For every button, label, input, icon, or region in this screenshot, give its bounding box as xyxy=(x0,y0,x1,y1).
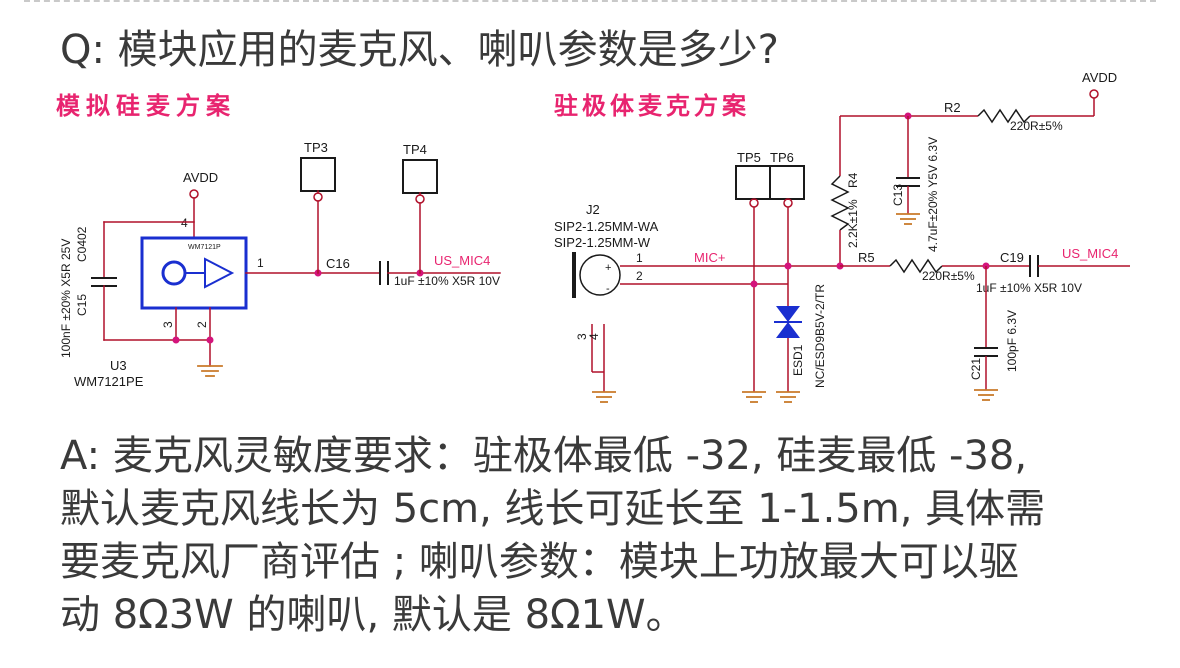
electret-mic-title: 驻极体麦克方案 xyxy=(554,92,750,120)
r5-value-label: 220R±5% xyxy=(922,269,975,283)
tp3-pad xyxy=(300,157,336,192)
junction-dot xyxy=(784,262,792,270)
u3-pin2-label: 2 xyxy=(195,321,209,328)
r5-refdes: R5 xyxy=(858,250,875,265)
c21-value-label: 100pF 6.3V xyxy=(1005,310,1019,372)
u3-pin3-label: 3 xyxy=(161,321,175,328)
answer-line: 动 8Ω3W 的喇叭, 默认是 8Ω1W。 xyxy=(60,592,686,638)
ground-symbol xyxy=(592,391,616,403)
answer-line: 要麦克风厂商评估 ; 喇叭参数：模块上功放最大可以驱 xyxy=(60,539,1019,585)
r2-value-label: 220R±5% xyxy=(1010,119,1063,133)
ground-symbol xyxy=(197,365,223,377)
silicon-mic-circuit: AVDD 4 100nF ±20% X5R 25V C0402 C15 WM71… xyxy=(59,140,501,389)
avdd-terminal-right xyxy=(1089,89,1099,99)
tp5-label: TP5 xyxy=(737,150,761,165)
j2-part-2: SIP2-1.25MM-W xyxy=(554,235,651,250)
avdd-terminal-left xyxy=(189,189,199,199)
answer-text: A: 麦克风灵敏度要求：驻极体最低 -32, 硅麦最低 -38, 默认麦克风线长… xyxy=(60,430,1140,642)
c16-value-label: 1uF ±10% X5R 10V xyxy=(394,274,500,288)
ground-symbol xyxy=(896,213,920,225)
u3-refdes: U3 xyxy=(110,358,127,373)
mic-plus-net-label: MIC+ xyxy=(694,250,725,265)
u3-chip-marking: WM7121P xyxy=(188,244,221,251)
j2-pin3-label: 3 xyxy=(575,333,589,340)
silicon-mic-title: 模拟硅麦方案 xyxy=(56,92,236,120)
esd1-diode-lower xyxy=(776,322,800,338)
c19-refdes: C19 xyxy=(1000,250,1024,265)
us-mic4-net-label-left: US_MIC4 xyxy=(434,253,490,268)
c16-label: C16 xyxy=(326,256,350,271)
junction-dot xyxy=(750,280,758,288)
answer-line: 默认麦克风线长为 5cm, 线长可延长至 1-1.5m, 具体需 xyxy=(60,486,1046,532)
junction-dot xyxy=(206,336,214,344)
electret-mic-capsule xyxy=(579,254,621,296)
question-text: Q: 模块应用的麦克风、喇叭参数是多少? xyxy=(60,27,779,73)
c21-refdes: C21 xyxy=(969,358,983,380)
esd1-diode-upper xyxy=(776,306,800,322)
ground-symbol xyxy=(776,391,800,403)
tp6-pad xyxy=(769,165,805,200)
j2-pin1-label: 1 xyxy=(636,251,643,265)
j2-pin4-label: 4 xyxy=(587,333,601,340)
u3-part-number: WM7121PE xyxy=(74,374,144,389)
avdd-label-right: AVDD xyxy=(1082,70,1117,85)
r4-value-label: 2.2K±1% xyxy=(846,199,860,248)
esd1-refdes: ESD1 xyxy=(791,344,805,376)
avdd-label-left: AVDD xyxy=(183,170,218,185)
tp3-label: TP3 xyxy=(304,140,328,155)
us-mic4-net-label-right: US_MIC4 xyxy=(1062,246,1118,261)
c19-value-label: 1uF ±10% X5R 10V xyxy=(976,281,1082,295)
r2-resistor xyxy=(977,108,1031,124)
answer-line: A: 麦克风灵敏度要求：驻极体最低 -32, 硅麦最低 -38, xyxy=(60,433,1028,479)
j2-refdes: J2 xyxy=(586,202,600,217)
j2-pin2-label: 2 xyxy=(636,269,643,283)
c15-value-label: 100nF ±20% X5R 25V xyxy=(59,239,73,358)
ground-symbol xyxy=(974,389,998,401)
c13-value-label: 4.7uF±20% Y5V 6.3V xyxy=(926,137,940,252)
r5-resistor xyxy=(889,258,943,274)
tp4-pad xyxy=(402,159,438,194)
tp4-label: TP4 xyxy=(403,142,427,157)
esd1-part-number: NC/ESD9B5V-2/TR xyxy=(813,284,827,388)
c15-package-label: C0402 xyxy=(75,226,89,262)
u3-pin4-label: 4 xyxy=(181,216,188,230)
r4-resistor xyxy=(830,175,850,231)
c15-label: C15 xyxy=(75,294,89,316)
svg-text:-: - xyxy=(606,283,610,295)
r4-refdes: R4 xyxy=(846,172,860,188)
circuit-schematic: 模拟硅麦方案 驻极体麦克方案 AVDD 4 100nF ±20% X5R 25V… xyxy=(56,70,1130,403)
c13-refdes: C13 xyxy=(891,184,905,206)
electret-mic-circuit: J2 SIP2-1.25MM-WA SIP2-1.25MM-W + - 1 2 … xyxy=(554,70,1130,403)
junction-dot xyxy=(172,336,180,344)
ground-symbol xyxy=(742,391,766,403)
tp5-pad xyxy=(735,165,771,200)
top-divider xyxy=(24,0,1156,2)
r2-refdes: R2 xyxy=(944,100,961,115)
svg-text:+: + xyxy=(605,262,611,274)
tp6-label: TP6 xyxy=(770,150,794,165)
j2-part-1: SIP2-1.25MM-WA xyxy=(554,219,659,234)
u3-pin1-label: 1 xyxy=(257,256,264,270)
